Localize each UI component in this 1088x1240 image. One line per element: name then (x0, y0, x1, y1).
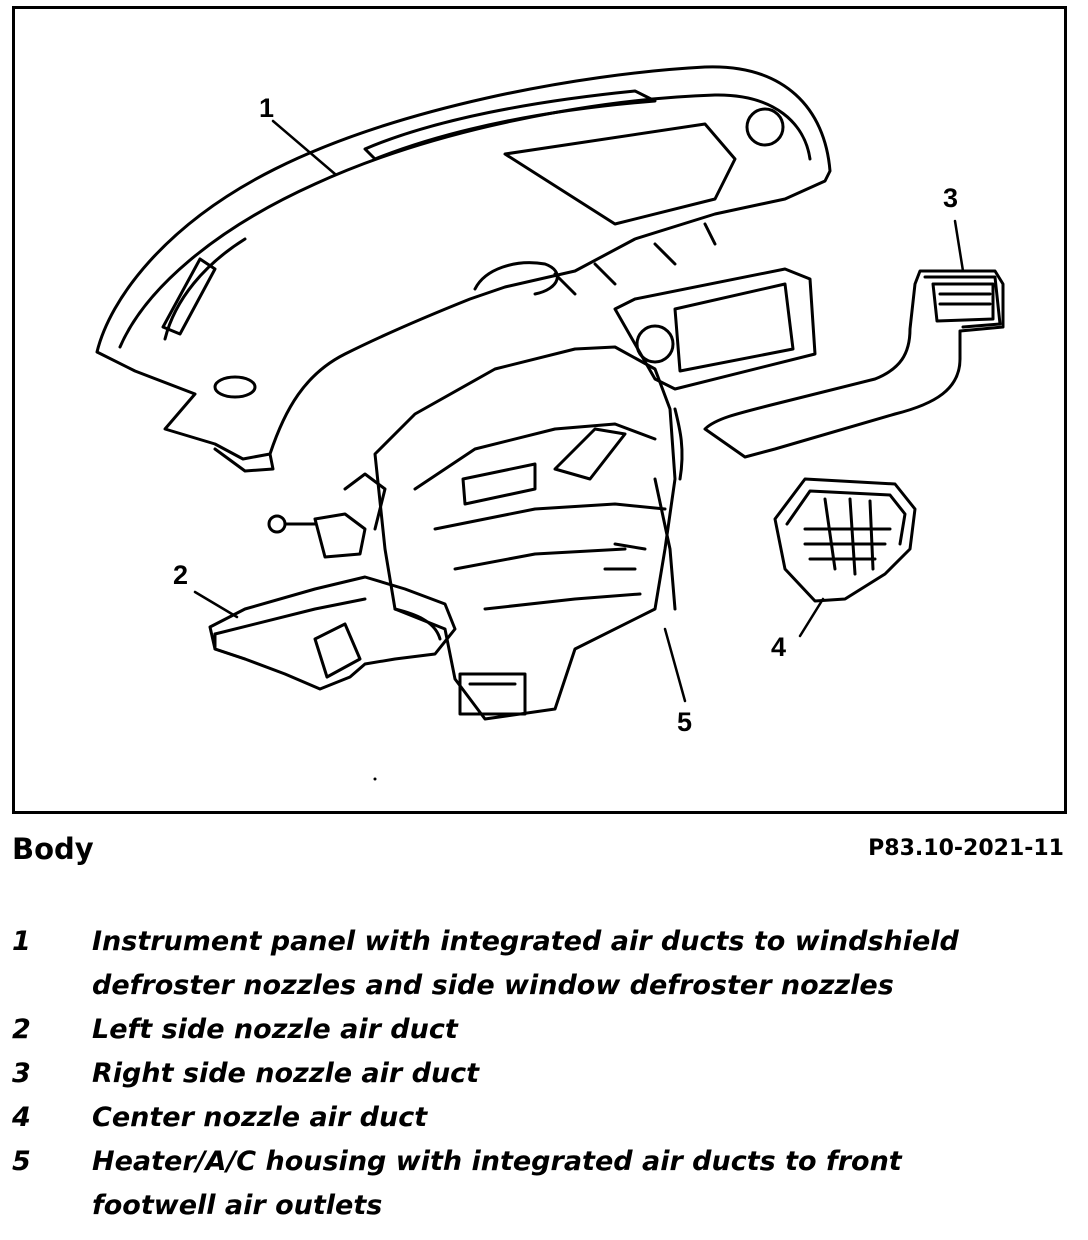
legend-text-line: Instrument panel with integrated air duc… (92, 926, 959, 957)
parts-legend: 1 Instrument panel with integrated air d… (0, 920, 1088, 1228)
caption-title: Body (12, 832, 94, 866)
figure-code: P83.10-2021-11 (868, 836, 1064, 861)
center-duct-part (773, 477, 917, 603)
legend-number: 3 (12, 1058, 31, 1089)
legend-item: 2 Left side nozzle air duct (0, 1008, 1088, 1052)
legend-item: 4 Center nozzle air duct (0, 1096, 1088, 1140)
callout-4: 4 (771, 632, 787, 662)
legend-item: 5 Heater/A/C housing with integrated air… (0, 1140, 1088, 1228)
legend-text-line: Left side nozzle air duct (92, 1014, 458, 1045)
legend-text-line: Right side nozzle air duct (92, 1058, 480, 1089)
legend-text-line: Heater/A/C housing with integrated air d… (92, 1146, 902, 1177)
legend-number: 4 (12, 1102, 31, 1133)
callout-leaders (193, 119, 965, 703)
legend-item: 1 Instrument panel with integrated air d… (0, 920, 1088, 1008)
instrument-panel-part (95, 65, 832, 473)
callout-1: 1 (259, 93, 275, 123)
legend-text-line: footwell air outlets (92, 1190, 383, 1221)
callout-5: 5 (677, 707, 693, 737)
legend-number: 2 (12, 1014, 31, 1045)
legend-text-line: Center nozzle air duct (92, 1102, 428, 1133)
callout-2: 2 (173, 560, 189, 590)
legend-text-line: defroster nozzles and side window defros… (92, 970, 894, 1001)
right-side-duct-part (703, 269, 1005, 459)
callout-3: 3 (943, 183, 959, 213)
legend-number: 1 (12, 926, 31, 957)
legend-number: 5 (12, 1146, 31, 1177)
legend-item: 3 Right side nozzle air duct (0, 1052, 1088, 1096)
exploded-view-drawing (95, 65, 1005, 781)
heater-ac-housing-part (267, 267, 817, 721)
diagram-frame: 1 3 2 4 5 (12, 6, 1067, 814)
left-side-duct-part (208, 575, 457, 691)
